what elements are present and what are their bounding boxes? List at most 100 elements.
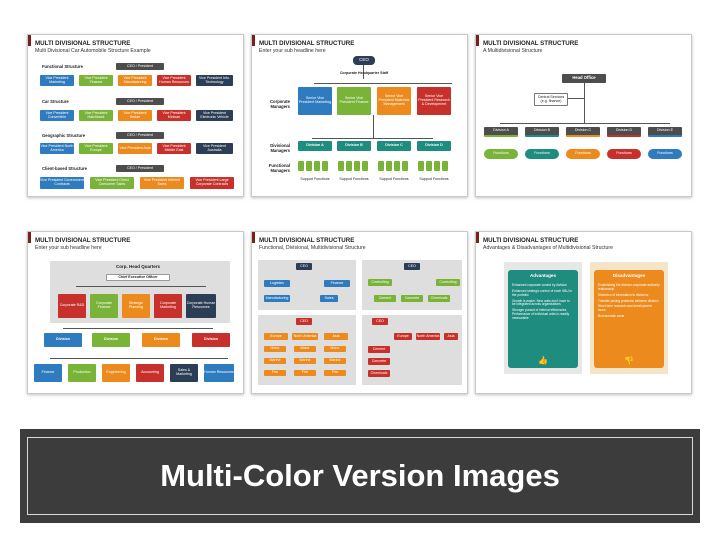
function-mini-box xyxy=(402,161,408,171)
row-label: Divisional Managers xyxy=(270,143,290,153)
q1-box: Finance xyxy=(324,280,350,287)
disadvantages-list: Establishing the division-corporate auth… xyxy=(598,283,660,319)
vp-box: Vice President Human Resources xyxy=(157,75,191,86)
q3-box: Marine xyxy=(264,358,286,364)
q2-box: Controlling xyxy=(436,279,460,286)
banner-background xyxy=(20,429,700,523)
q3-box: Fire xyxy=(324,370,346,376)
title-accent xyxy=(476,232,479,243)
ceo-box: Chief Executive Officer xyxy=(106,274,170,281)
division-box: Division xyxy=(44,333,82,347)
slide-title: MULTI DIVISIONAL STRUCTURE xyxy=(35,40,131,47)
function-box: Functions xyxy=(607,149,641,159)
slide-thumbnail-3[interactable]: MULTI DIVISIONAL STRUCTURE A Multidivisi… xyxy=(475,34,692,197)
slide-thumbnail-5[interactable]: MULTI DIVISIONAL STRUCTURE Functional, D… xyxy=(251,231,468,394)
svp-box: Senior Vice President Materials Manageme… xyxy=(377,87,411,115)
ceo-box: CEO xyxy=(296,318,312,325)
function-box: Functions xyxy=(566,149,600,159)
title-accent xyxy=(476,35,479,46)
function-mini-box xyxy=(322,161,328,171)
title-accent xyxy=(28,232,31,243)
slide-thumbnail-4[interactable]: MULTI DIVISIONAL STRUCTURE Enter your su… xyxy=(27,231,244,394)
disadvantage-point: Establishing the division-corporate auth… xyxy=(598,283,660,291)
function-box: Sales & Marketing xyxy=(170,364,198,382)
division-box: Division E xyxy=(648,127,682,137)
svp-box: Senior Vice President Finance xyxy=(337,87,371,115)
division-box: Division C xyxy=(566,127,600,137)
disadvantage-point: Distortion of information to divisions xyxy=(598,292,649,297)
q2-box: Cement xyxy=(374,295,396,302)
vp-box: Vice President Hatchback xyxy=(79,110,113,121)
support-label: Support Functions xyxy=(339,177,369,181)
function-box: Finance xyxy=(34,364,62,382)
slide-subtitle: A Multidivisional Structure xyxy=(483,48,543,54)
ceo-box: CEO / President xyxy=(116,98,164,105)
vp-box: Vice President Info. Technology xyxy=(196,75,233,86)
connector xyxy=(584,83,585,123)
slide-thumbnail-1[interactable]: MULTI DIVISIONAL STRUCTURE Multi Divisio… xyxy=(27,34,244,197)
division-box: Division xyxy=(92,333,130,347)
svp-box: Senior Vice President Marketing xyxy=(298,87,332,115)
vp-box: Vice President Large Corporate Contracts xyxy=(190,177,234,189)
function-mini-box xyxy=(378,161,384,171)
function-mini-box xyxy=(338,161,344,171)
title-accent xyxy=(28,35,31,46)
advantage-point: Enhanced strategic control of each SBU i… xyxy=(512,288,572,297)
q3-box: Motor xyxy=(324,346,346,352)
ceo-box: CEO xyxy=(296,263,312,270)
q1-box: Sales xyxy=(320,295,338,302)
section-label: Client-based Structure xyxy=(42,166,87,171)
slide-subtitle: Multi Divisional Car Automobile Structur… xyxy=(35,48,151,54)
corporate-box: Corporate Human Resources xyxy=(186,294,216,318)
corporate-box: Corporate R&D xyxy=(58,294,86,318)
support-label: Support Functions xyxy=(300,177,330,181)
ceo-box: CEO xyxy=(372,318,388,325)
function-box: Accounting xyxy=(136,364,164,382)
q4-box: Chemicals xyxy=(368,370,390,377)
ceo-box: CEO / President xyxy=(116,63,164,70)
slide-thumbnail-2[interactable]: MULTI DIVISIONAL STRUCTURE Enter your su… xyxy=(251,34,468,197)
division-box: Division xyxy=(142,333,180,347)
function-box: Functions xyxy=(484,149,518,159)
head-office-box: Head Office xyxy=(562,74,606,83)
q3-box: Asia xyxy=(324,333,348,340)
q3-box: Marine xyxy=(324,358,346,364)
vp-box: Vice President Australia xyxy=(196,143,233,154)
vp-box: Vice President Manufacturing xyxy=(118,75,152,86)
disadvantages-title: Disadvantages xyxy=(612,272,646,278)
banner-title: Multi-Color Version Images xyxy=(160,458,560,493)
disadvantage-point: Short-term research and development focu… xyxy=(598,304,652,313)
title-accent xyxy=(252,35,255,46)
slide-title: MULTI DIVISIONAL STRUCTURE xyxy=(483,237,579,244)
q3-box: Motor xyxy=(294,346,316,352)
q1-box: Logistics xyxy=(264,280,290,287)
slide-title: MULTI DIVISIONAL STRUCTURE xyxy=(35,237,131,244)
support-label: Support Functions xyxy=(379,177,409,181)
hq-label: Corp. Head Quarters xyxy=(115,264,160,269)
q4-box: Asia xyxy=(444,333,458,340)
function-box: Engineering xyxy=(102,364,130,382)
function-mini-box xyxy=(362,161,368,171)
vp-box: Vice President North America xyxy=(40,143,74,154)
row-label: Corporate Managers xyxy=(269,99,290,109)
corporate-box: Corporate Finance xyxy=(90,294,118,318)
q4-box: Cement xyxy=(368,346,390,353)
q2-box: Chemicals xyxy=(428,295,450,302)
q2-box: Controlling xyxy=(368,279,392,286)
connector xyxy=(314,83,452,84)
vp-box: Vice President Europe xyxy=(79,143,113,154)
slide-subtitle: Advantages & Disadvantages of Multidivis… xyxy=(483,245,614,251)
svp-box: Senior Vice President Research & Develop… xyxy=(417,87,451,115)
function-mini-box xyxy=(442,161,448,171)
vp-box: Vice President Marketing xyxy=(40,75,74,86)
slide-thumbnail-6[interactable]: MULTI DIVISIONAL STRUCTURE Advantages & … xyxy=(475,231,692,394)
advantages-list: Enhanced corporate control by division E… xyxy=(512,283,574,321)
function-mini-box xyxy=(386,161,392,171)
division-box: Division A xyxy=(484,127,518,137)
q1-box: Manufacturing xyxy=(264,295,290,302)
ceo-box: CEO / President xyxy=(116,165,164,172)
q4-box: Concrete xyxy=(368,358,390,365)
disadvantage-point: Transfer pricing problems between divisi… xyxy=(598,298,659,303)
ceo-box: CEO xyxy=(353,56,375,65)
vp-box: Vice President Direct Consumer Sales xyxy=(90,177,134,189)
